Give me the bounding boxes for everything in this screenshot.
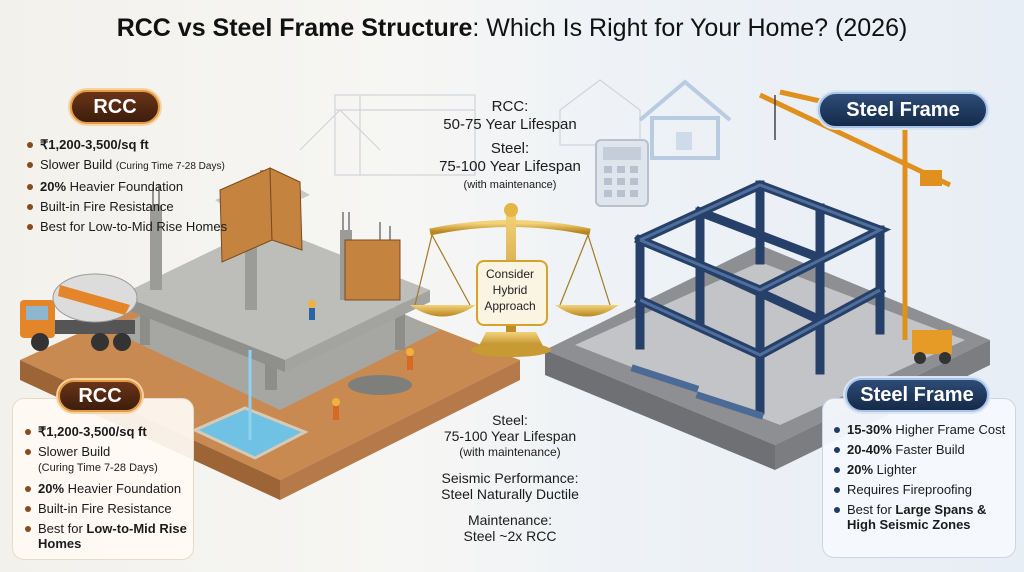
center-bottom-maint-value: Steel ~2x RCC (463, 528, 557, 544)
title-bold: RCC vs Steel Frame Structure (116, 14, 473, 42)
center-bottom-facts: Steel: 75-100 Year Lifespan (with mainte… (400, 412, 620, 544)
title-rest: : Which Is Right for Your Home? (2026) (472, 14, 908, 42)
center-top-steel-label: Steel: (490, 140, 530, 157)
steel-bottom-item: 15-30% Higher Frame Cost (833, 422, 1013, 437)
center-top-rcc-value: 50-75 Year Lifespan (443, 116, 577, 133)
steel-bottom-cost: Higher Frame Cost (891, 422, 1006, 437)
steel-bottom-best-for: Best for (847, 502, 896, 517)
rcc-bottom-item: ₹1,200-3,500/sq ft (24, 424, 189, 439)
steel-bottom-speed-pct: 20-40% (847, 442, 892, 457)
house-icon (638, 79, 732, 160)
loader-icon (912, 330, 952, 364)
page-title: RCC vs Steel Frame Structure: Which Is R… (0, 14, 1024, 43)
steel-bottom-item: Requires Fireproofing (833, 482, 1013, 497)
center-bottom-maint-label: Maintenance: (467, 512, 553, 528)
steel-bottom-item: Best for Large Spans & High Seismic Zone… (833, 502, 1013, 532)
rcc-top-fire: Built-in Fire Resistance (40, 199, 174, 214)
rcc-top-item: Best for Low-to-Mid Rise Homes (26, 219, 256, 234)
rcc-top-list: ₹1,200-3,500/sq ft Slower Build (Curing … (26, 137, 256, 239)
steel-bottom-fireproofing: Requires Fireproofing (847, 482, 973, 497)
steel-bottom-item: 20-40% Faster Build (833, 442, 1013, 457)
rcc-bottom-build: Slower Build (38, 444, 111, 459)
center-bottom-seismic-value: Steel Naturally Ductile (441, 486, 579, 502)
rcc-top-best-for: Best for Low-to-Mid Rise Homes (40, 219, 228, 234)
rcc-label-top: RCC (70, 90, 160, 124)
hybrid-sign-text: Consider Hybrid Approach (400, 266, 620, 314)
steel-label-top: Steel Frame (818, 92, 988, 128)
rcc-top-build-note: (Curing Time 7-28 Days) (115, 161, 225, 172)
calculator-icon (595, 139, 649, 207)
rcc-bottom-best-for: Best for (38, 521, 87, 536)
rcc-top-foundation-pct: 20% (40, 179, 67, 194)
steel-bottom-list: 15-30% Higher Frame Cost 20-40% Faster B… (833, 422, 1013, 537)
rcc-bottom-list: ₹1,200-3,500/sq ft Slower Build (Curing T… (24, 424, 189, 556)
center-bottom-steel-note: (with maintenance) (459, 445, 561, 459)
steel-bottom-weight: Lighter (873, 462, 917, 477)
rcc-bottom-fire: Built-in Fire Resistance (38, 501, 172, 516)
steel-bottom-speed: Faster Build (891, 442, 965, 457)
steel-bottom-cost-pct: 15-30% (847, 422, 892, 437)
center-bottom-steel-value: 75-100 Year Lifespan (443, 428, 577, 444)
steel-label-bottom: Steel Frame (845, 378, 989, 412)
rcc-label-bottom: RCC (58, 380, 142, 412)
rcc-bottom-foundation-pct: 20% (38, 481, 65, 496)
rcc-bottom-best-for-value: Low-to-Mid Rise Homes (38, 521, 187, 551)
hybrid-sign-line-2: Hybrid (492, 283, 528, 297)
steel-bottom-card (822, 398, 1016, 558)
rcc-bottom-item: 20% Heavier Foundation (24, 481, 189, 496)
hybrid-sign (476, 260, 548, 326)
center-top-lifespan: RCC: 50-75 Year Lifespan Steel: 75-100 Y… (400, 98, 620, 194)
center-bottom-seismic-label: Seismic Performance: (441, 470, 579, 486)
center-bottom-steel-label: Steel: (492, 412, 528, 428)
rcc-bottom-item: Best for Low-to-Mid Rise Homes (24, 521, 189, 551)
rcc-bottom-item: Slower Build (Curing Time 7-28 Days) (24, 444, 189, 476)
steel-bottom-weight-pct: 20% (847, 462, 874, 477)
center-top-rcc-label: RCC: (491, 98, 529, 115)
center-top-steel-note: (with maintenance) (463, 179, 557, 191)
worker-icon (308, 300, 414, 420)
hybrid-sign-line-3: Approach (484, 299, 536, 313)
rcc-bottom-build-note: (Curing Time 7-28 Days) (38, 462, 158, 474)
rcc-top-item: 20% Heavier Foundation (26, 179, 256, 194)
rcc-top-build: Slower Build (40, 157, 116, 172)
rcc-bottom-item: Built-in Fire Resistance (24, 501, 189, 516)
rcc-top-item: ₹1,200-3,500/sq ft (26, 137, 256, 152)
rcc-top-item: Built-in Fire Resistance (26, 199, 256, 214)
rcc-construction-site (20, 167, 520, 500)
background-sketch (299, 79, 641, 176)
rcc-top-cost: ₹1,200-3,500/sq ft (40, 137, 149, 152)
rcc-top-item: Slower Build (Curing Time 7-28 Days) (26, 157, 256, 174)
rcc-bottom-foundation: Heavier Foundation (64, 481, 182, 496)
rcc-bottom-cost: ₹1,200-3,500/sq ft (38, 424, 147, 439)
rcc-top-foundation: Heavier Foundation (66, 179, 184, 194)
steel-bottom-best-for-value: Large Spans & High Seismic Zones (847, 502, 987, 532)
hybrid-sign-line-1: Consider (485, 267, 535, 281)
concrete-mixer-truck-icon (20, 273, 138, 351)
rcc-bottom-card (12, 398, 194, 560)
steel-bottom-item: 20% Lighter (833, 462, 1013, 477)
center-top-steel-value: 75-100 Year Lifespan (439, 158, 581, 175)
